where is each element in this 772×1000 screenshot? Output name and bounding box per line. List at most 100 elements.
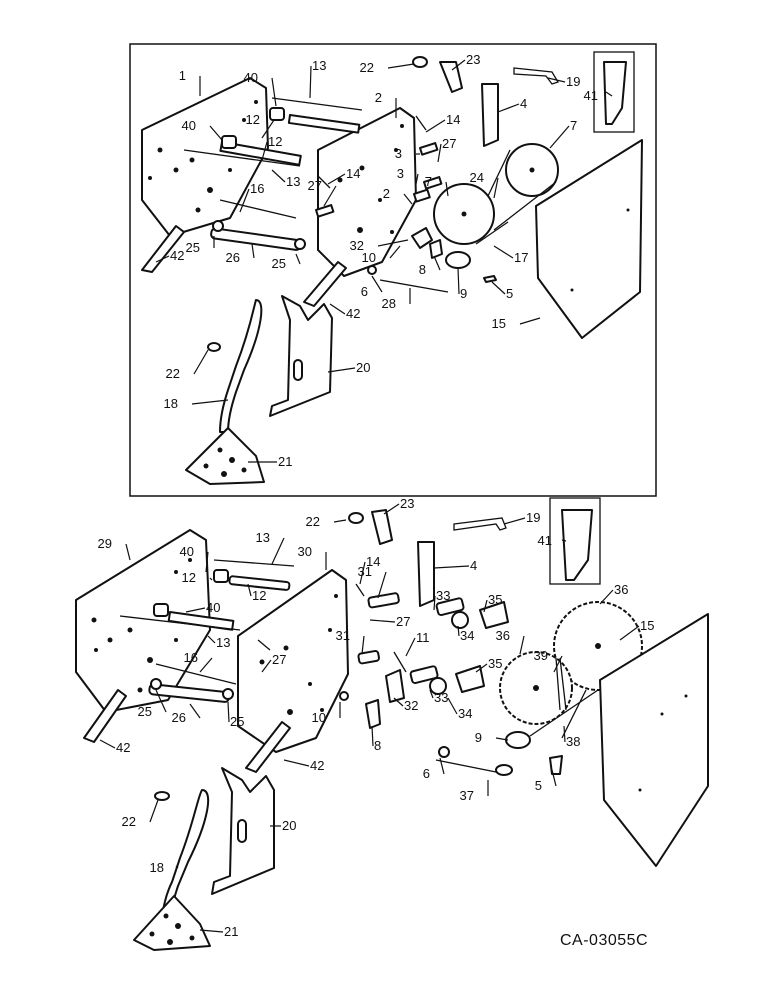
part-number-label: 4 <box>470 558 477 573</box>
part-number-label: 41 <box>584 88 598 103</box>
part-number-label: 42 <box>116 740 130 755</box>
callout-leader <box>437 143 442 163</box>
callout-leader <box>387 63 415 69</box>
part-number-label: 3 <box>395 146 402 161</box>
part-number-label: 18 <box>164 396 178 411</box>
part-number-label: 27 <box>308 178 322 193</box>
cover-15 <box>535 139 643 339</box>
callout-leader <box>457 625 460 637</box>
callout-leader <box>383 503 400 515</box>
callout-leader <box>549 125 570 149</box>
callout-leader <box>619 625 640 641</box>
part-number-label: 17 <box>514 250 528 265</box>
part-number-label: 8 <box>419 262 426 277</box>
shaft-13-upper <box>287 114 361 134</box>
part-number-label: 12 <box>182 570 196 585</box>
part-number-label: 20 <box>282 818 296 833</box>
part-number-label: 40 <box>244 70 258 85</box>
bracket-42-lower-right <box>245 721 291 773</box>
callout-leader <box>551 769 557 787</box>
part-number-label: 12 <box>246 112 260 127</box>
part-number-label: 19 <box>526 510 540 525</box>
part-number-label: 27 <box>396 614 410 629</box>
callout-leader <box>451 59 466 71</box>
part-number-label: 33 <box>434 690 448 705</box>
callout-leader <box>205 551 209 573</box>
right-side-plate <box>317 107 417 277</box>
part-number-label: 31 <box>336 628 350 643</box>
callout-leader <box>439 757 445 775</box>
part-number-label: 25 <box>186 240 200 255</box>
side-plate-30 <box>237 569 349 753</box>
callout-leader <box>433 595 436 611</box>
part-number-label: 26 <box>226 250 240 265</box>
part-number-label: 27 <box>442 136 456 151</box>
callout-leader <box>227 701 230 723</box>
callout-leader <box>271 77 277 107</box>
callout-leader <box>403 193 413 205</box>
part-number-label: 11 <box>416 630 430 645</box>
part-number-label: 42 <box>170 248 184 263</box>
callout-leader <box>433 255 441 271</box>
part-number-label: 4 <box>520 96 527 111</box>
part-number-label: 23 <box>400 496 414 511</box>
part-number-label: 25 <box>138 704 152 719</box>
roller-26 <box>210 227 302 251</box>
part-number-label: 7 <box>570 118 577 133</box>
part-number-label: 32 <box>350 238 364 253</box>
part-number-label: 25 <box>272 256 286 271</box>
callout-leader <box>377 239 409 247</box>
part-number-label: 28 <box>382 296 396 311</box>
callout-leader <box>193 349 209 375</box>
callout-leader <box>519 317 541 325</box>
callout-leader <box>563 725 566 743</box>
part-number-label: 7 <box>425 174 432 189</box>
bracket-42-right <box>303 261 347 307</box>
part-number-label: 13 <box>256 530 270 545</box>
part-number-label: 21 <box>224 924 238 939</box>
callout-leader <box>415 173 419 185</box>
part-number-label: 15 <box>492 316 506 331</box>
part-number-label: 35 <box>488 592 502 607</box>
callout-leader <box>369 619 396 623</box>
callout-leader <box>605 91 613 97</box>
part-number-label: 19 <box>566 74 580 89</box>
callout-leader <box>99 739 116 749</box>
part-number-label: 9 <box>475 730 482 745</box>
part-number-label: 14 <box>346 166 360 181</box>
bracket-42-lower-left <box>83 689 127 743</box>
callout-leader <box>295 253 301 265</box>
callout-leader <box>155 689 167 713</box>
left-side-plate <box>141 77 269 237</box>
part-number-label: 36 <box>614 582 628 597</box>
callout-leader <box>491 281 506 295</box>
callout-leader <box>271 169 286 183</box>
detail-box-41 <box>593 51 635 133</box>
callout-leader <box>283 759 310 767</box>
drawing-code: CA-03055C <box>560 932 648 949</box>
bracket-4-lower <box>417 541 435 607</box>
bearing-40-a <box>269 107 285 121</box>
part-number-label: 22 <box>122 814 136 829</box>
callout-leader <box>329 303 346 315</box>
part-number-label: 14 <box>366 554 380 569</box>
callout-leader <box>361 635 365 655</box>
part-number-label: 34 <box>460 628 474 643</box>
callout-leader <box>327 367 356 373</box>
part-number-label: 12 <box>268 134 282 149</box>
part-number-label: 27 <box>272 652 286 667</box>
part-number-label: 26 <box>172 710 186 725</box>
callout-leader <box>483 599 488 613</box>
part-number-label: 16 <box>250 181 264 196</box>
callout-leader <box>495 737 509 741</box>
part-number-label: 15 <box>640 618 654 633</box>
callout-leader <box>155 255 170 263</box>
part-number-label: 5 <box>506 286 513 301</box>
callout-leader <box>359 561 366 585</box>
callout-leader <box>125 543 131 561</box>
part-number-label: 21 <box>278 454 292 469</box>
part-number-label: 2 <box>375 90 382 105</box>
callout-leader <box>199 657 213 673</box>
callout-leader <box>493 177 499 199</box>
callout-leader <box>405 637 416 657</box>
